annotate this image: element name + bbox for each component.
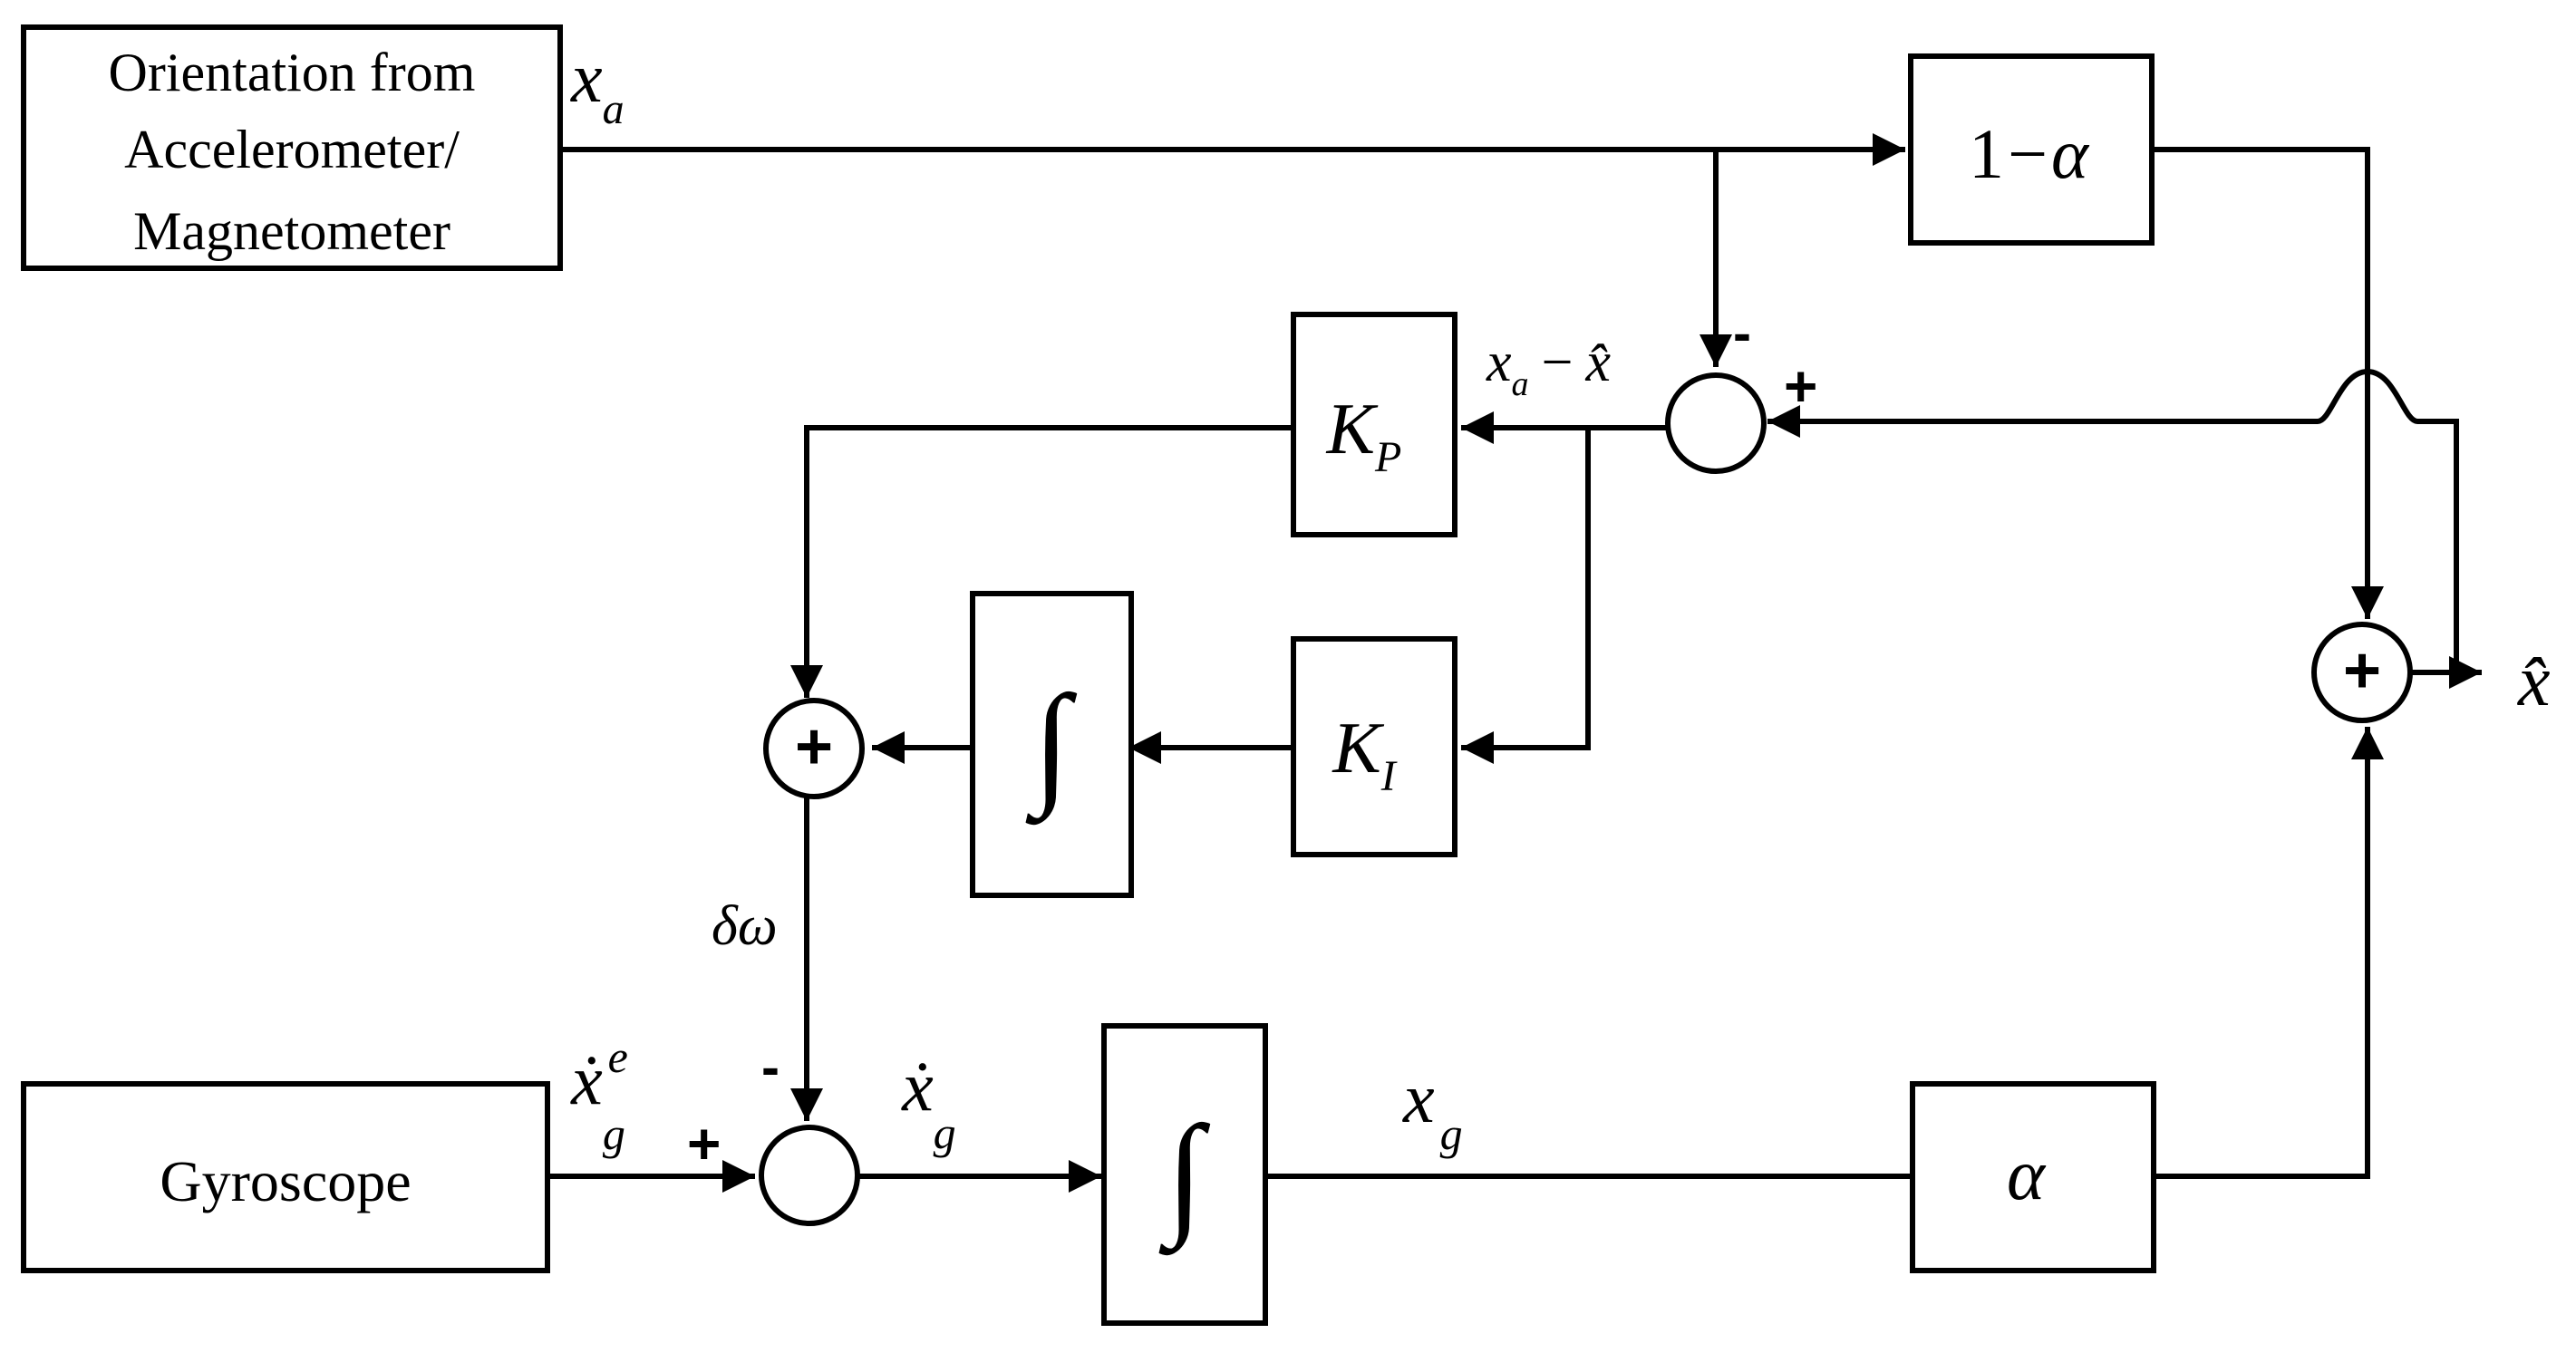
signal-delta-omega: δω [712,895,778,957]
alpha-label: α [2007,1136,2047,1215]
wire-alpha-to-output-summer [2155,727,2384,1179]
output-summing-junction: + [2311,622,2413,723]
pi-integral-symbol: ∫ [1025,668,1077,826]
wire-error-to-ki [1461,428,1591,764]
wire-one-minus-alpha-to-output-summer [2155,147,2384,619]
gyro-summer-minus: - [761,1037,780,1097]
kp-gain-block: KP [1291,312,1457,537]
signal-xa: xa [570,38,625,133]
accelerometer-label-line2: Accelerometer/ [124,120,460,179]
gyroscope-label: Gyroscope [160,1149,411,1213]
pi-integrator-block: ∫ [970,591,1134,898]
signal-xg-dot: ẋg [901,1047,956,1158]
accelerometer-block: Orientation from Accelerometer/ Magnetom… [21,24,563,271]
one-minus-alpha-block: 1−α [1908,53,2155,246]
gyro-integral-symbol: ∫ [1158,1098,1210,1256]
ki-gain-block: KI [1291,636,1457,857]
one-minus-alpha-label: 1−α [1969,114,2090,193]
wire-kp-to-pi-summer [790,425,1293,698]
ki-label: KI [1332,709,1397,800]
accelerometer-label-line1: Orientation from [109,43,476,102]
signal-error: xa−x̂ [1486,332,1612,403]
accelerometer-label-line3: Magnetometer [133,201,450,261]
gyro-integrator-block: ∫ [1101,1023,1268,1326]
error-summing-junction [1665,372,1767,474]
error-summer-minus: - [1733,303,1751,363]
gyroscope-block: Gyroscope [21,1081,550,1273]
error-summer-plus: + [1784,353,1817,419]
signal-x-hat-output: x̂ [2517,642,2551,721]
kp-label: KP [1326,390,1402,481]
wire-feedback [1767,368,2459,672]
gyro-summer-plus: + [687,1111,721,1176]
output-summer-plus: + [2343,634,2381,707]
pi-summing-junction: + [763,698,865,799]
alpha-block: α [1910,1081,2156,1273]
gyro-summing-junction [759,1125,860,1226]
pi-summer-plus: + [795,710,833,783]
